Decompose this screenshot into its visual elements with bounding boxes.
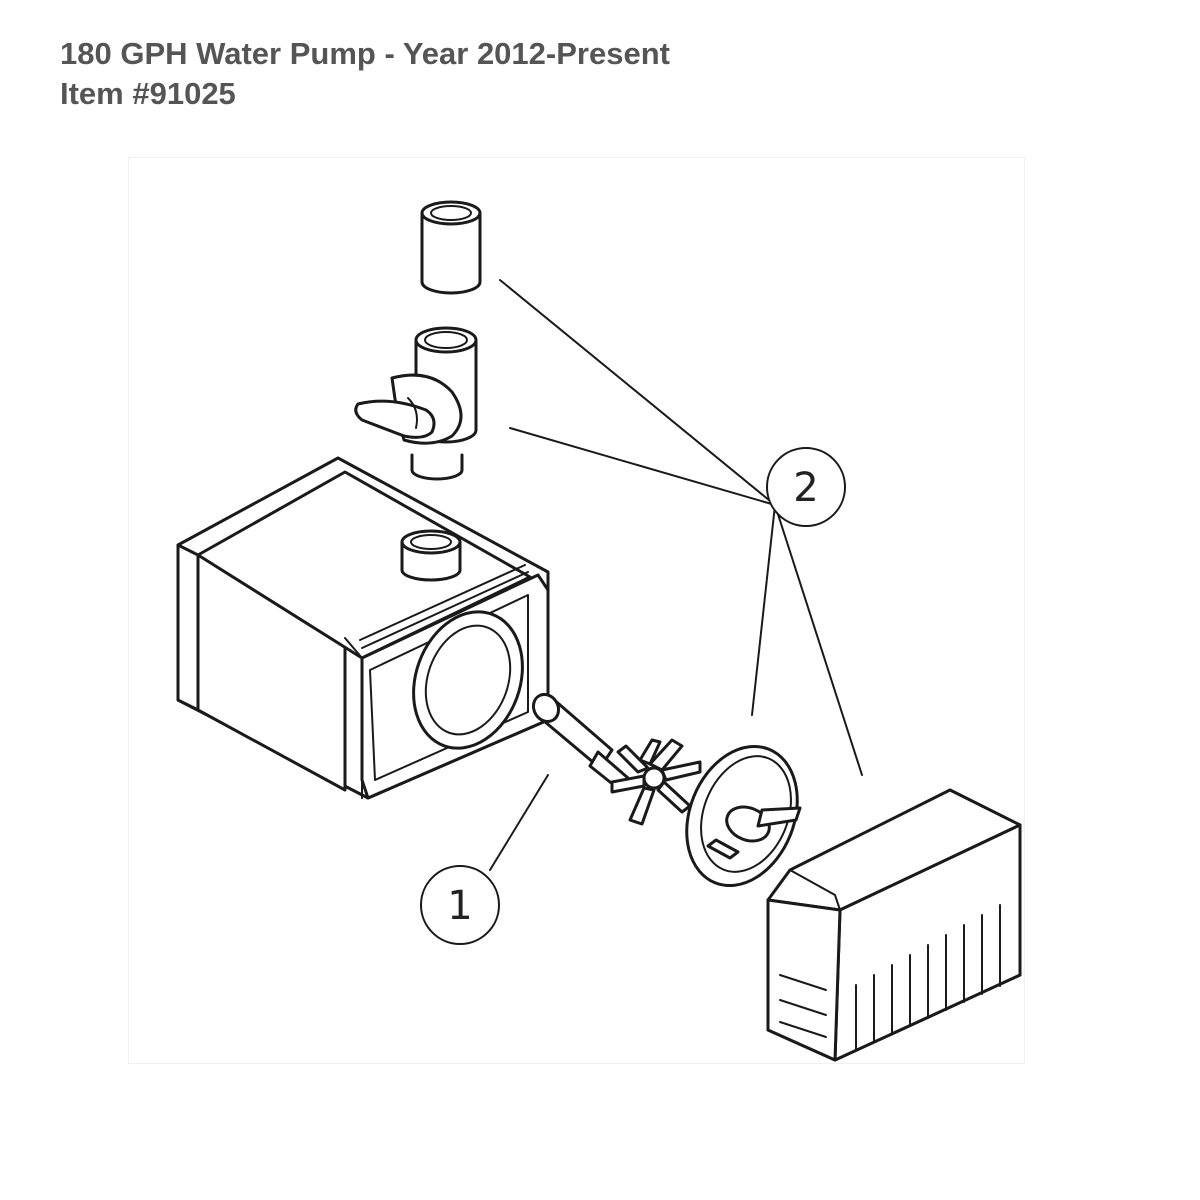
callout-2: 2 (766, 447, 846, 527)
callout-2-label: 2 (793, 465, 818, 511)
impeller-part (531, 692, 702, 826)
filter-slots (779, 904, 1001, 1051)
impeller-cover-part (685, 744, 802, 888)
extension-tube-part (420, 200, 482, 295)
leader-filter-cover (774, 504, 863, 776)
pump-housing-part (176, 456, 550, 800)
flow-valve-part (354, 326, 478, 481)
leader-flow-valve (509, 427, 776, 506)
title-line-1: 180 GPH Water Pump - Year 2012-Present (60, 36, 670, 71)
title-line-2: Item #91025 (60, 76, 236, 111)
page-title: 180 GPH Water Pump - Year 2012-Present I… (60, 34, 670, 114)
leader-lines (489, 279, 863, 871)
leader-extension-tube (499, 279, 776, 506)
diagram-frame (128, 157, 1025, 1064)
filter-cover-part (766, 788, 1022, 1062)
leader-impeller-cover (751, 504, 776, 716)
leader-impeller (489, 774, 549, 871)
callout-1-label: 1 (447, 883, 472, 929)
callout-1: 1 (420, 865, 500, 945)
